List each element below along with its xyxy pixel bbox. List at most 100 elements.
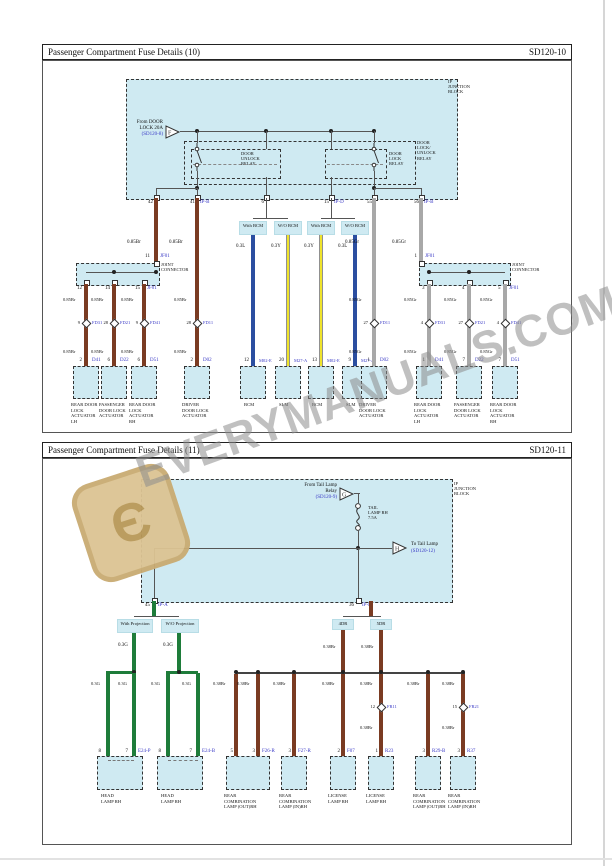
pin-number: 3 [422, 286, 425, 291]
diagram2-title: Passenger Compartment Fuse Details (11) [48, 445, 200, 455]
connector-id: M02-E [327, 358, 340, 363]
component-name: SLM [346, 402, 356, 407]
wire-size: 0.38Br [442, 725, 455, 730]
wire-brown [292, 674, 296, 756]
wire-brown [256, 674, 260, 756]
pin-number: 2 [79, 358, 83, 363]
pin-number: 4 [496, 320, 499, 325]
pin-number: 6 [107, 358, 111, 363]
connector-id: JF01 [160, 254, 170, 259]
connector-id: FD11 [380, 320, 391, 325]
relay-wire [374, 171, 375, 188]
door-lock-relay-label: DOOR LOCK RELAY [389, 151, 404, 167]
pin-number: 2 [337, 749, 341, 754]
component-box [101, 366, 127, 399]
joint-connector-label: JOINT CONNECTOR [512, 262, 540, 273]
wire-size: 0.3G [118, 643, 128, 648]
wire-size: 0.85Gr [404, 349, 417, 354]
svg-text:F: F [168, 131, 172, 137]
door-unlock-relay-label: DOOR UNLOCK RELAY [241, 151, 260, 167]
connector-id: M02-E [259, 358, 272, 363]
option-tag: W/O BCM [274, 221, 302, 235]
wire-size: 0.38Br [323, 644, 336, 649]
connector-id: M27-A [294, 358, 308, 363]
connector-id: FD31 [92, 320, 103, 325]
wire-split [343, 616, 381, 617]
svg-text:G: G [342, 493, 347, 499]
wire-size: 0.85Gr [480, 297, 493, 302]
connector-id: M27-A [361, 358, 375, 363]
component-name: REAR COMBINATION LAMP (OUT)RH [224, 793, 257, 809]
wire-thin [358, 493, 359, 503]
wire-size: 0.85Gr [404, 297, 417, 302]
to-ref-triangle-icon: H [392, 541, 408, 555]
pin-number: 15 [135, 286, 140, 291]
component-name: REAR COMBINATION LAMP (IN)RH [279, 793, 312, 809]
relay-wire [374, 188, 375, 198]
wire-green-bus [166, 671, 198, 674]
wire-size: 0.85Br [91, 349, 104, 354]
wire-gray [419, 198, 423, 263]
pin-number: 20 [279, 358, 284, 363]
relay-wire [266, 177, 267, 198]
wire-size: 0.85Gr [392, 240, 407, 245]
component-box [97, 756, 143, 790]
pin-number: 1 [414, 254, 418, 259]
wire-thin [154, 548, 155, 601]
option-tag: With BCM [239, 221, 267, 235]
connector-id: FD41 [511, 320, 522, 325]
connector-id: D22 [475, 358, 484, 363]
component-box [281, 756, 307, 790]
wire-size: 0.85Br [91, 297, 104, 302]
pin-number: 28 [186, 320, 192, 325]
pin-number: 9 [135, 320, 138, 325]
wire-brown [195, 198, 199, 366]
pin-number: 1 [422, 358, 426, 363]
wire-brown [379, 674, 383, 756]
wire-green [177, 633, 181, 673]
connector-id: FD31 [435, 320, 446, 325]
door-lock-unlock-relay-label: DOOR LOCK/ UNLOCK RELAY [417, 140, 436, 161]
relay-wire [197, 188, 198, 198]
component-name: LICENSE LAMP RH [328, 793, 349, 804]
jc-pin [154, 261, 160, 267]
connector-id: FD21 [120, 320, 131, 325]
wire-brown [379, 630, 383, 673]
connector-id: F26-R [262, 749, 275, 754]
joint-connector-label: JOINT CONNECTOR [161, 262, 189, 273]
component-name: HEAD LAMP RH [161, 793, 182, 804]
wire-size: 0.38Br [442, 681, 455, 686]
wire-size: 0.85Br [121, 297, 134, 302]
page-edge [603, 0, 605, 866]
connector-id: IP-A [158, 603, 168, 608]
pin-number: 9 [77, 320, 80, 325]
component-name: REAR COMBINATION LAMP (OUT)RH [413, 793, 446, 809]
wire-thin [358, 531, 359, 548]
wire-thin [331, 198, 332, 219]
component-name: LICENSE LAMP RH [366, 793, 387, 804]
feed-wire [180, 131, 374, 132]
pin-number: 28 [103, 320, 109, 325]
component-box [492, 366, 518, 399]
component-box [416, 366, 442, 399]
source-label: From DOOR LOCK 20A (SD120-8) [136, 120, 163, 137]
pin-number: 1 [375, 749, 379, 754]
wire-size: 0.38Br [361, 644, 374, 649]
diagram2-header: Passenger Compartment Fuse Details (11) … [42, 442, 572, 458]
connector-id: F07 [347, 749, 355, 754]
wire-blue [251, 235, 255, 366]
wire-size: 0.85Br [63, 349, 76, 354]
junction-dot [256, 670, 260, 674]
ip-junction-block [141, 479, 453, 603]
ip-junction-block [126, 79, 458, 200]
wire-size: 0.3G [151, 681, 160, 686]
to-ref: (SD120-12) [411, 549, 435, 554]
wire-blue [353, 235, 357, 366]
relay-wire [374, 188, 421, 189]
pin-number: 7 [125, 749, 129, 754]
wire-green [152, 601, 156, 617]
wire-size: 0.3G [182, 681, 191, 686]
pin-number: 27 [458, 320, 464, 325]
pin-number: 15 [452, 704, 458, 709]
